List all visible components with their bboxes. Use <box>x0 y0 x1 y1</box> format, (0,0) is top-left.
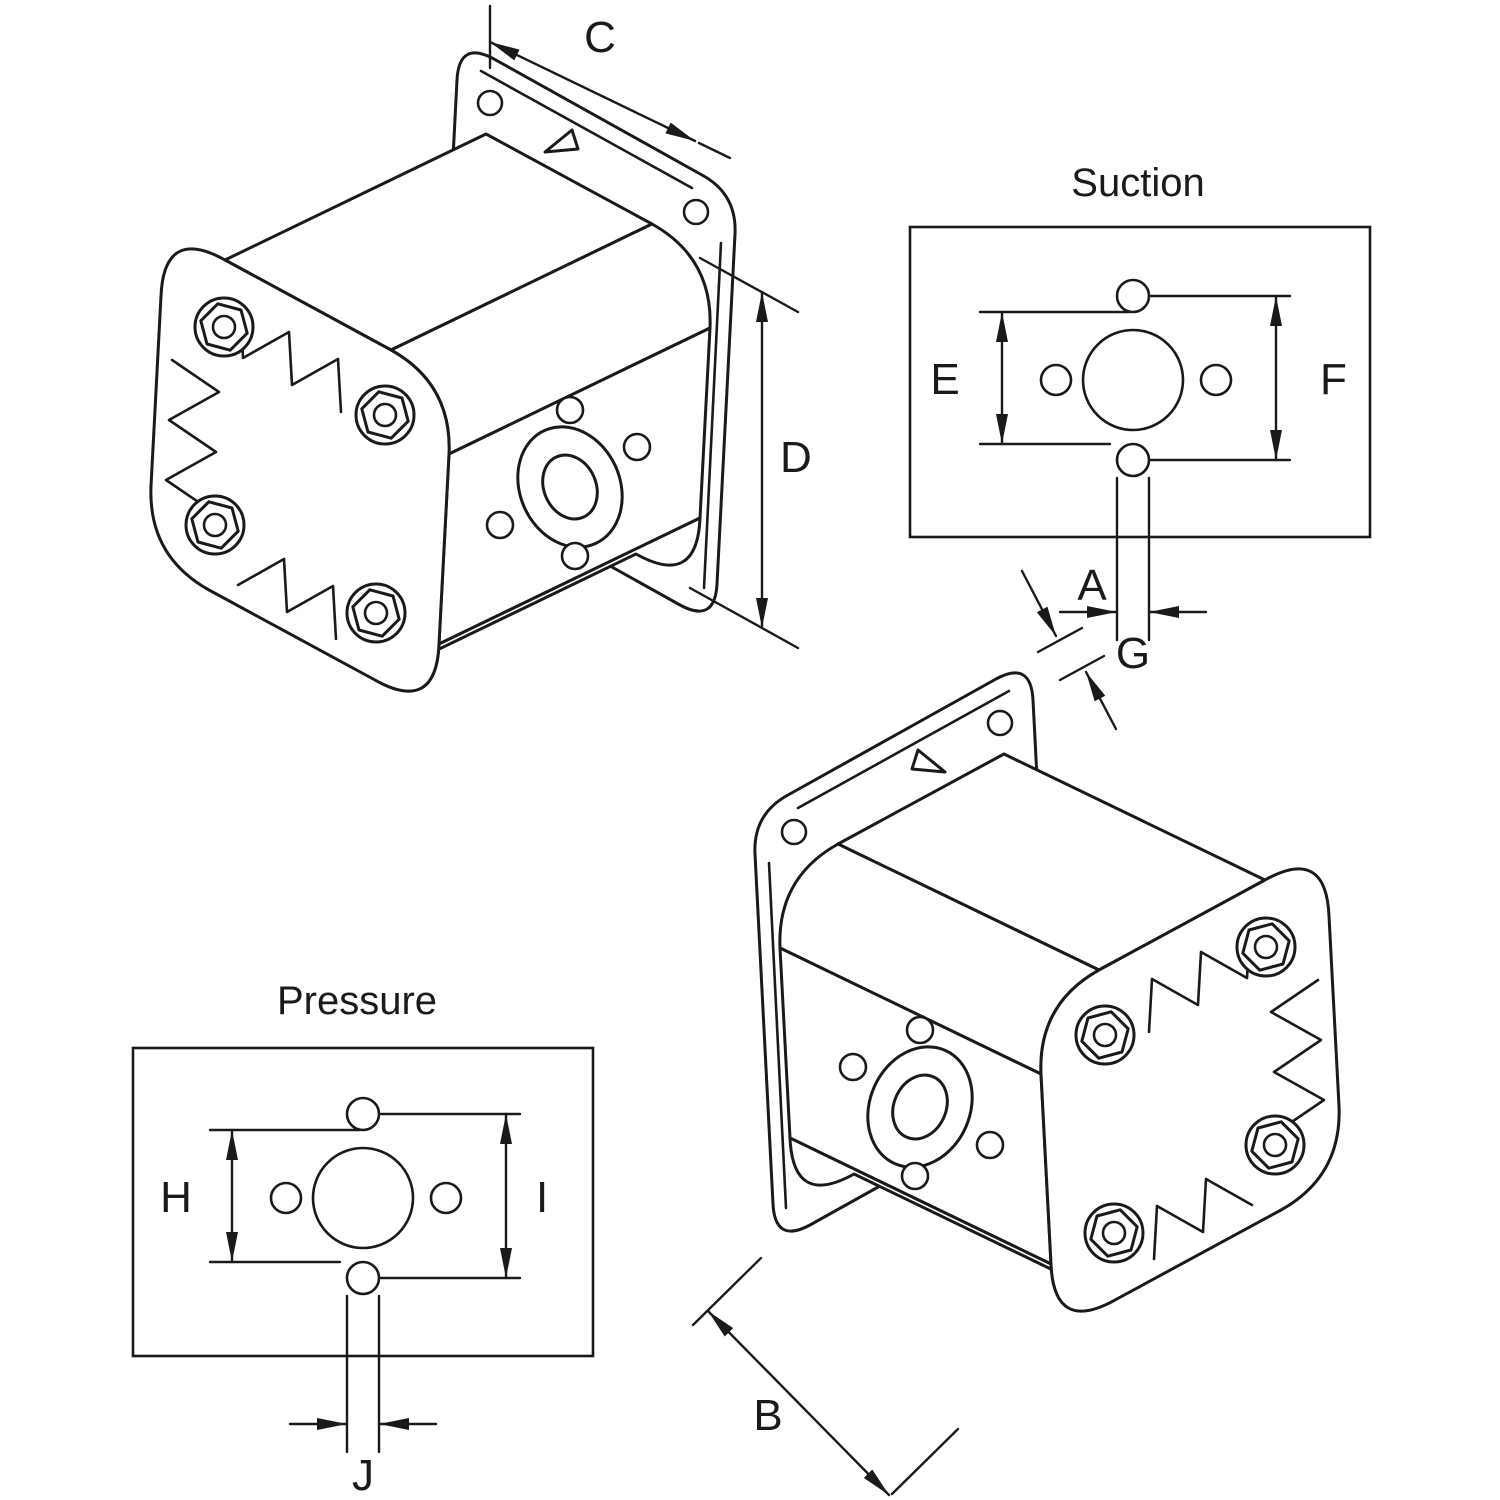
dimension-label-i: I <box>536 1173 548 1222</box>
dimension-I: I <box>379 1112 548 1280</box>
dimension-J: J <box>288 1294 438 1500</box>
suction-center-bore <box>1081 328 1185 432</box>
dimension-C: C <box>488 4 732 160</box>
pump-view-top-left <box>149 51 737 693</box>
pressure-port-diagram: Pressure H I J <box>131 979 595 1500</box>
suction-title: Suction <box>1071 161 1204 205</box>
dimension-label-c: C <box>584 13 616 62</box>
pressure-center-bore <box>311 1146 415 1250</box>
pressure-right-hole <box>429 1181 463 1215</box>
suction-left-hole <box>1039 363 1073 397</box>
dimension-label-h: H <box>160 1173 192 1222</box>
pressure-title: Pressure <box>277 979 437 1023</box>
suction-right-hole <box>1199 363 1233 397</box>
dimension-label-j: J <box>352 1451 374 1500</box>
suction-port-outline <box>908 225 1372 539</box>
dimension-label-g: G <box>1116 629 1150 678</box>
pressure-port-outline <box>131 1046 595 1358</box>
dimension-label-b: B <box>753 1391 782 1440</box>
dimension-A: A <box>1020 561 1118 731</box>
dimension-E: E <box>930 310 1132 446</box>
dimension-B: B <box>691 1256 960 1497</box>
dimension-label-a: A <box>1077 561 1107 610</box>
dimension-F: F <box>1149 294 1347 462</box>
dimension-label-d: D <box>780 433 812 482</box>
pressure-top-hole <box>345 1096 381 1132</box>
pressure-left-hole <box>269 1181 303 1215</box>
dimension-G: G <box>1058 476 1208 678</box>
dimension-label-e: E <box>930 355 959 404</box>
suction-port-diagram: Suction E F G <box>908 161 1372 678</box>
dimension-D: D <box>688 256 812 650</box>
suction-bottom-hole <box>1115 442 1151 478</box>
suction-top-hole <box>1115 278 1151 314</box>
pressure-bottom-hole <box>345 1260 381 1296</box>
dimension-label-f: F <box>1320 355 1347 404</box>
dimension-H: H <box>160 1128 362 1264</box>
pump-view-bottom-right <box>753 671 1341 1313</box>
